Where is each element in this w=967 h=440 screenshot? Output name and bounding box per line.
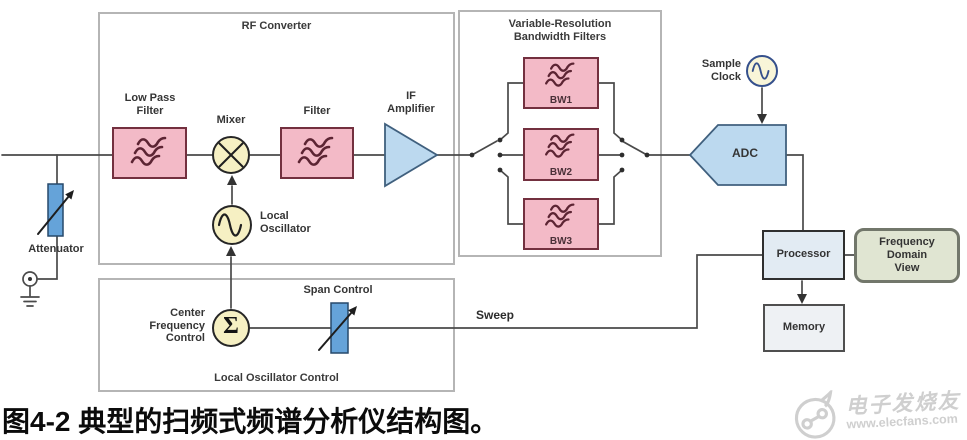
mixer-block <box>212 136 250 174</box>
filter-wave-icon <box>545 62 575 87</box>
attenuator-label: Attenuator <box>28 243 84 255</box>
sine-wave-icon <box>751 62 770 80</box>
filter-wave-icon <box>545 133 575 158</box>
figure-caption: 图4-2 典型的扫频式频谱分析仪结构图。 <box>2 406 499 437</box>
bw2-label: BW2 <box>549 167 573 178</box>
center-frequency-control-label: Center Frequency Control <box>149 307 205 345</box>
filter-wave-icon <box>297 136 334 166</box>
sigma-symbol: Σ <box>223 313 239 339</box>
sweep-path <box>249 254 763 329</box>
span-control-label: Span Control <box>303 284 373 296</box>
sample-clock-arrow <box>757 87 767 124</box>
lo-mixer-arrows <box>226 175 237 309</box>
bw-switch-left <box>469 82 524 225</box>
span-control-shape <box>318 302 357 354</box>
filter-label: Filter <box>303 105 331 117</box>
local-oscillator-block <box>212 205 252 245</box>
bandwidth-filters-title: Variable-Resolution Bandwidth Filters <box>508 18 612 44</box>
if-filter-block <box>280 127 354 179</box>
sweep-label: Sweep <box>476 308 515 322</box>
ground-symbol-icon <box>20 285 40 307</box>
filter-wave-icon <box>130 136 166 166</box>
if-amplifier-label: IF Amplifier <box>387 90 435 115</box>
summation-block: Σ <box>212 309 250 347</box>
elecfans-logo-icon <box>794 389 836 439</box>
processor-block: Processor <box>762 230 845 280</box>
lo-control-group: Local Oscillator Control <box>98 278 455 392</box>
signal-path-lines <box>1 154 855 256</box>
sine-wave-icon <box>217 213 243 237</box>
memory-block: Memory <box>763 304 845 352</box>
sample-clock-label: Sample Clock <box>701 58 741 83</box>
bw1-label: BW1 <box>549 95 573 106</box>
mixer-label: Mixer <box>216 114 246 126</box>
bw3-label: BW3 <box>549 236 573 247</box>
watermark: 电子发烧友 www.elecfans.com <box>789 384 962 440</box>
lo-control-title: Local Oscillator Control <box>214 371 339 384</box>
mixer-cross-icon <box>218 142 244 168</box>
adc-label: ADC <box>732 146 758 160</box>
low-pass-filter-block <box>112 127 187 179</box>
local-oscillator-label: Local Oscillator <box>260 210 311 235</box>
low-pass-filter-label: Low Pass Filter <box>124 92 176 117</box>
rf-converter-title: RF Converter <box>241 20 312 32</box>
bw-switch-right <box>598 82 650 225</box>
watermark-text: 电子发烧友 www.elecfans.com <box>845 390 962 432</box>
frequency-domain-view-block: Frequency Domain View <box>854 228 960 283</box>
adc-shape <box>688 124 787 186</box>
sample-clock-block <box>746 55 778 87</box>
filter-wave-icon <box>545 203 575 228</box>
bw1-filter-block: BW1 <box>523 57 599 109</box>
if-amplifier-shape <box>384 122 439 188</box>
bw2-filter-block: BW2 <box>523 128 599 181</box>
bandwidth-filters-group: Variable-Resolution Bandwidth Filters <box>458 10 662 257</box>
attenuator-shape <box>37 183 74 237</box>
processor-memory-arrow <box>797 280 807 304</box>
rf-converter-group: RF Converter <box>98 12 455 265</box>
bw3-filter-block: BW3 <box>523 198 599 250</box>
